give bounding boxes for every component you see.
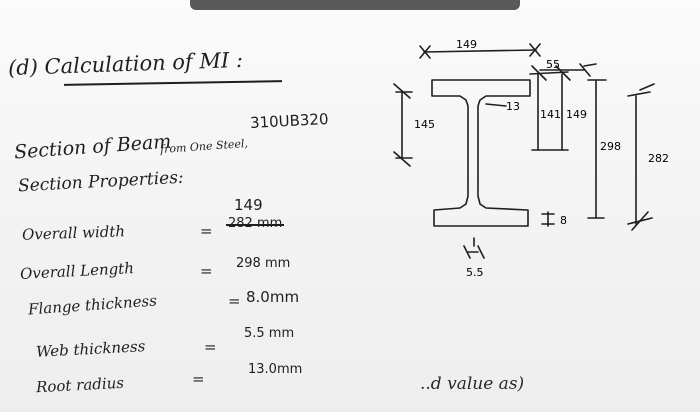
dim-web-height: 145 bbox=[414, 118, 435, 131]
property-value-overall-width: 149 bbox=[234, 196, 263, 214]
dim-web-thickness: 5.5 bbox=[466, 266, 484, 279]
dim-overall-282: 282 bbox=[648, 152, 669, 165]
property-equals: = bbox=[228, 292, 241, 310]
property-struck-value-overall-width: 282 mm bbox=[225, 216, 285, 231]
property-equals: = bbox=[200, 262, 213, 280]
dim-inner-141: 141 bbox=[540, 108, 561, 121]
dim-depth-298: 298 bbox=[600, 140, 621, 153]
dim-flange-thickness: 8 bbox=[560, 214, 567, 227]
property-value-overall-length: 298 mm bbox=[236, 256, 291, 271]
property-equals: = bbox=[192, 370, 205, 388]
property-equals: = bbox=[200, 222, 213, 240]
dim-root-radius: 13 bbox=[506, 100, 520, 113]
photo-edge-shadow bbox=[190, 0, 520, 10]
dim-half-flange: 55 bbox=[546, 58, 560, 71]
footer-note: ..d value as) bbox=[420, 374, 525, 394]
dim-inner-149: 149 bbox=[566, 108, 587, 121]
property-value-root-radius: 13.0mm bbox=[248, 362, 303, 377]
dim-top-width: 149 bbox=[456, 38, 477, 51]
property-equals: = bbox=[204, 338, 217, 356]
property-value-web-thickness: 5.5 mm bbox=[244, 326, 295, 341]
property-value-flange-thickness: 8.0mm bbox=[246, 288, 300, 306]
